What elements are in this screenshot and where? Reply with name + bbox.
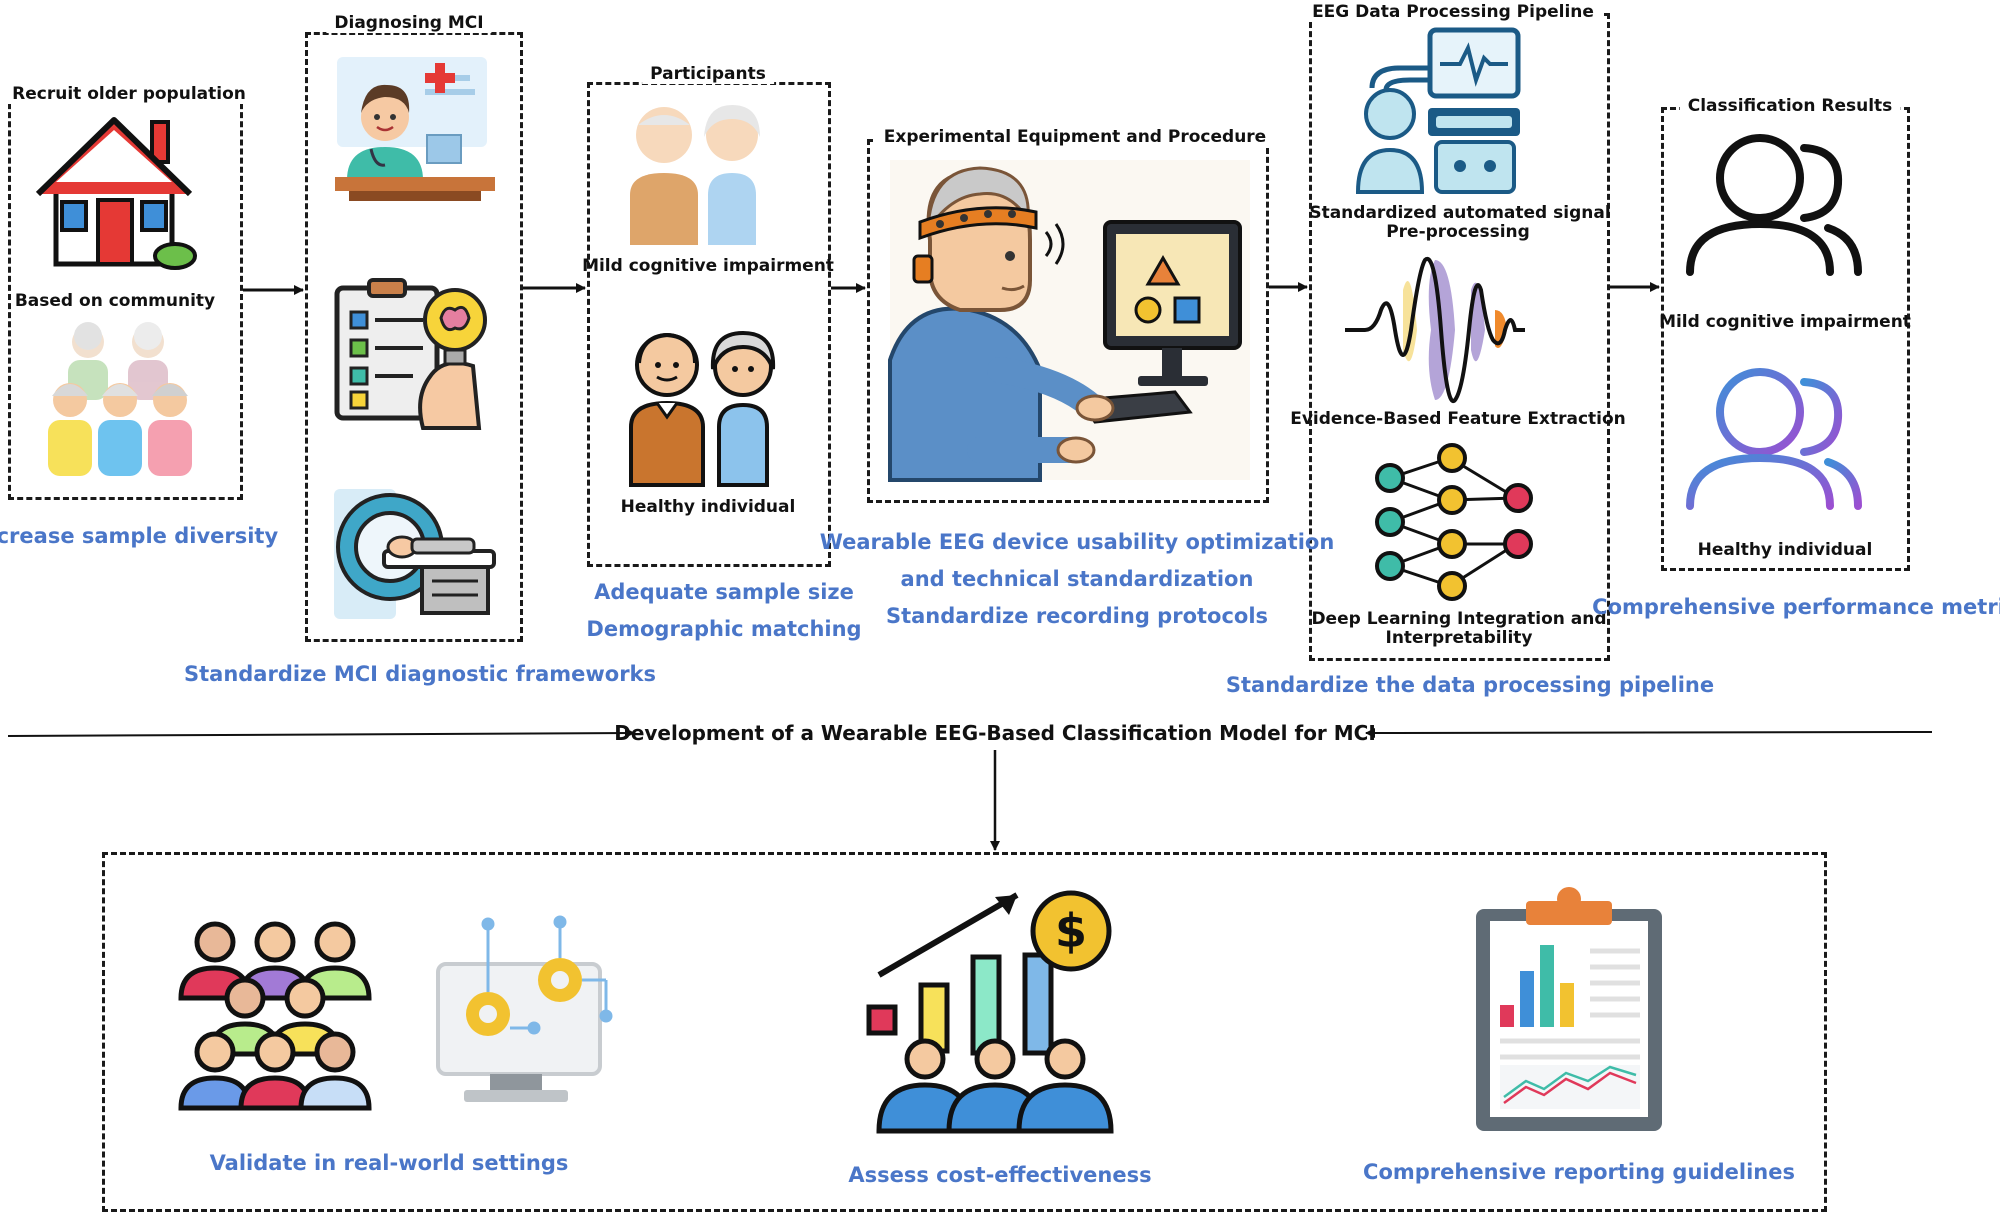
cost-caption: Assess cost-effectiveness xyxy=(848,1163,1152,1187)
participants-healthy-label: Healthy individual xyxy=(620,497,796,517)
diagnosing-title: Diagnosing MCI xyxy=(326,13,492,33)
pipeline-caption: Standardize the data processing pipeline xyxy=(1225,673,1715,697)
mci-couple-icon xyxy=(630,105,760,245)
results-title: Classification Results xyxy=(1679,96,1901,116)
diagnosing-box xyxy=(305,32,523,642)
checklist-brain-icon xyxy=(334,278,487,430)
recruit-caption: Increase sample diversity xyxy=(0,524,279,548)
wave-signal-icon xyxy=(1345,256,1525,404)
participants-title: Participants xyxy=(642,64,774,84)
dl-label-2: Interpretability xyxy=(1385,628,1533,648)
diagnosing-caption: Standardize MCI diagnostic frameworks xyxy=(183,662,657,686)
report-clipboard-icon xyxy=(1476,887,1662,1131)
participants-caption-1: Adequate sample size xyxy=(594,580,854,604)
future-box xyxy=(102,852,1827,1212)
results-mci-label: Mild cognitive impairment xyxy=(1659,312,1911,332)
reporting-caption: Comprehensive reporting guidelines xyxy=(1363,1160,1795,1184)
equipment-caption-1: Wearable EEG device usability optimizati… xyxy=(819,530,1335,554)
svg-text:$: $ xyxy=(1055,904,1087,958)
crowd-icon xyxy=(178,921,372,1111)
healthy-couple-icon xyxy=(629,330,776,487)
preproc-label-1: Standardized automated signal xyxy=(1309,203,1611,223)
results-caption: Comprehensive performance metrics xyxy=(1592,595,2000,619)
participants-caption-2: Demographic matching xyxy=(586,617,862,641)
dl-label-1: Deep Learning Integration and xyxy=(1311,609,1607,629)
community-label: Based on community xyxy=(14,291,216,311)
feature-extraction-label: Evidence-Based Feature Extraction xyxy=(1290,409,1626,429)
participants-mci-label: Mild cognitive impairment xyxy=(582,256,834,276)
equipment-caption-2: and technical standardization xyxy=(900,567,1254,591)
users-black-icon xyxy=(1686,134,1862,276)
equipment-title: Experimental Equipment and Procedure xyxy=(875,127,1275,147)
equipment-caption-3: Standardize recording protocols xyxy=(885,604,1269,628)
mri-scanner-icon xyxy=(334,489,496,619)
pipeline-title: EEG Data Processing Pipeline xyxy=(1304,2,1602,22)
cost-growth-icon: $ xyxy=(866,890,1114,1134)
eeg-user-computer-icon xyxy=(888,160,1250,482)
recruit-title: Recruit older population xyxy=(4,84,254,104)
computer-gears-icon xyxy=(436,915,613,1102)
results-healthy-label: Healthy individual xyxy=(1697,540,1873,560)
doctor-icon xyxy=(335,57,495,201)
eeg-monitor-robot-icon xyxy=(1355,27,1521,194)
house-icon xyxy=(35,117,197,270)
validate-caption: Validate in real-world settings xyxy=(209,1151,569,1175)
main-title: Development of a Wearable EEG-Based Clas… xyxy=(614,721,1376,745)
neural-network-icon xyxy=(1375,443,1533,601)
users-gradient-icon xyxy=(1686,368,1862,510)
older-group-icon xyxy=(48,322,192,476)
preproc-label-2: Pre-processing xyxy=(1386,222,1530,242)
